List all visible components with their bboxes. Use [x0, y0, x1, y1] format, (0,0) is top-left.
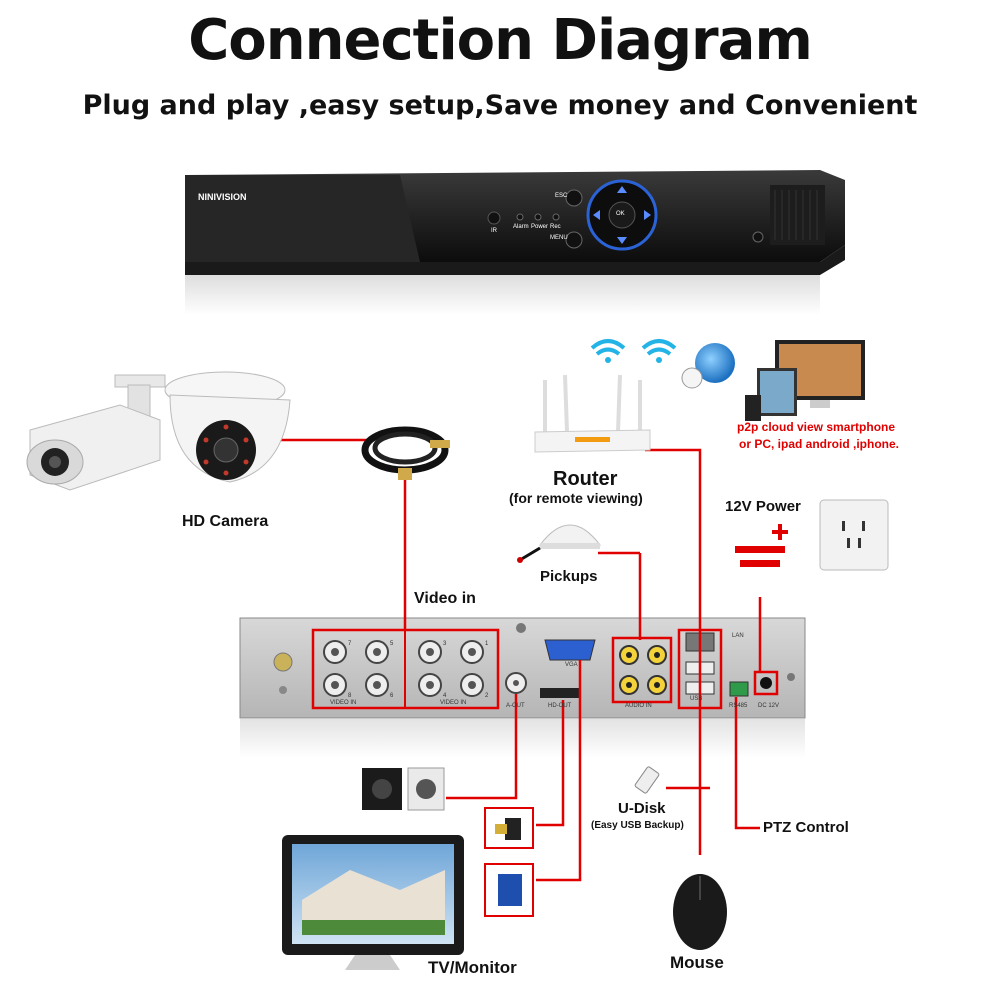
diagram-title: Connection Diagram [188, 8, 813, 73]
router-sublabel: (for remote viewing) [509, 490, 643, 506]
ch-num: 3 [443, 641, 447, 647]
alarm-label: Alarm [513, 224, 529, 230]
router-label: Router [553, 468, 618, 490]
p2p-line-1: p2p cloud view smartphone [737, 420, 896, 434]
remote-devices [745, 340, 865, 421]
rear-lan: LAN [732, 633, 744, 639]
power-led-label: Power [531, 224, 549, 230]
usb-drive [634, 766, 660, 794]
rec-label: Rec [550, 224, 561, 230]
rear-a-out: A-OUT [506, 703, 525, 709]
rear-rs485: RS485 [729, 703, 748, 709]
menu-label: MENU [550, 235, 568, 241]
rear-dc12v: DC 12V [758, 703, 780, 709]
speakers [362, 767, 445, 811]
wifi-icons [590, 339, 677, 356]
ch-num: 1 [485, 641, 489, 647]
connection-lines [275, 438, 762, 882]
video-in-label: Video in [414, 590, 476, 607]
ch-num: 4 [443, 693, 447, 699]
computer-mouse [673, 874, 727, 950]
dome-camera [164, 371, 291, 483]
esc-label: ESC [555, 193, 568, 199]
ok-label: OK [616, 211, 625, 217]
ptz-label: PTZ Control [763, 819, 849, 836]
diagram-subtitle: Plug and play ,easy setup,Save money and… [82, 90, 918, 121]
pickups-label: Pickups [540, 568, 598, 585]
power-label: 12V Power [725, 498, 801, 515]
vga-cable [484, 863, 534, 917]
hdmi-cable [484, 807, 534, 849]
wall-socket [819, 499, 889, 571]
bullet-camera [26, 374, 166, 491]
ch-num: 6 [390, 693, 394, 699]
rear-video-in-left: VIDEO IN [330, 700, 357, 706]
router [534, 374, 651, 453]
pickup-microphone [517, 524, 602, 563]
u-disk-sublabel: (Easy USB Backup) [591, 820, 684, 831]
dvr-brand: NINIVISION [198, 192, 247, 202]
rear-audio-in: AUDIO IN [625, 703, 652, 709]
video-cable [361, 426, 450, 480]
mouse-label: Mouse [670, 953, 724, 972]
ch-num: 5 [390, 641, 394, 647]
rear-vga: VGA [565, 662, 578, 668]
ch-num: 2 [485, 693, 489, 699]
dvr-rear-panel [239, 617, 806, 758]
rear-hd-out: HD-OUT [548, 703, 572, 709]
dvr-front-unit [185, 170, 845, 315]
tv-monitor [282, 835, 464, 970]
hd-camera-label: HD Camera [182, 513, 269, 530]
ch-num: 7 [348, 641, 352, 647]
rear-usb: USB [690, 696, 703, 702]
p2p-line-2: or PC, ipad android ,iphone. [739, 437, 900, 451]
rear-video-in-right: VIDEO IN [440, 700, 467, 706]
u-disk-label: U-Disk [618, 800, 666, 817]
power-symbol [735, 524, 788, 567]
internet-globe-icon [681, 343, 735, 389]
ch-num: 8 [348, 693, 352, 699]
tv-monitor-label: TV/Monitor [428, 958, 517, 977]
ir-label: IR [491, 228, 497, 234]
